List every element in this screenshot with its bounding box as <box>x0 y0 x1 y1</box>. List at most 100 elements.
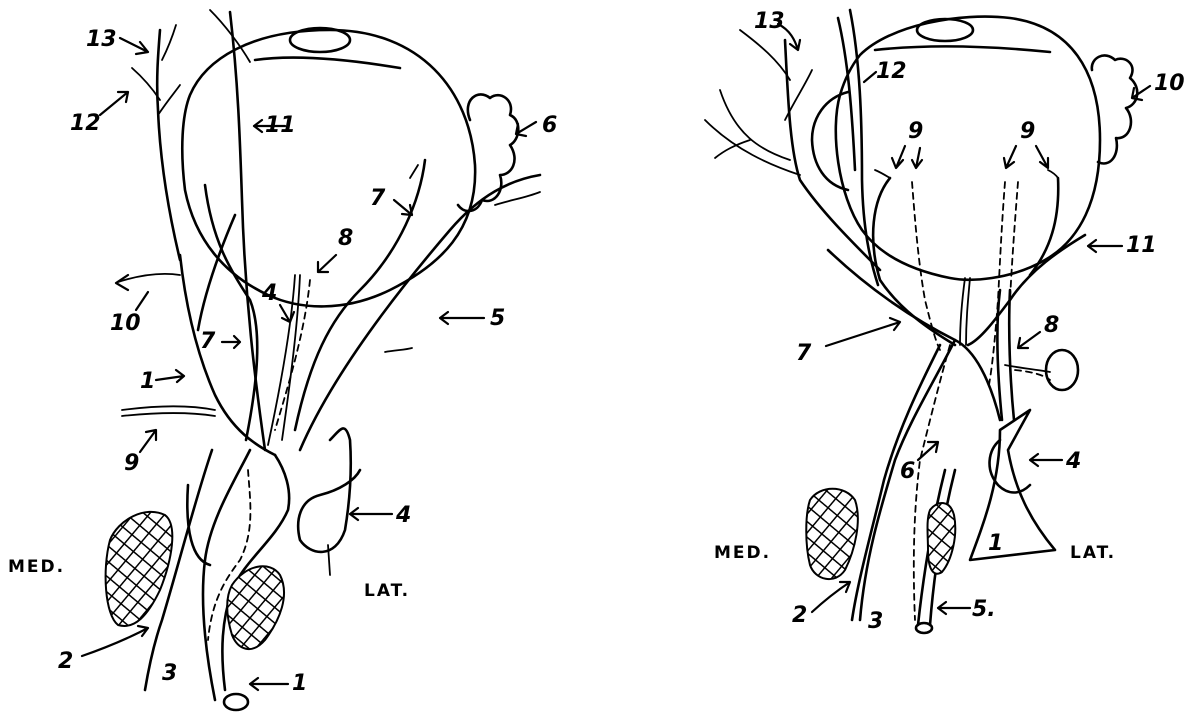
right-nerve-9-left-tip <box>875 170 890 178</box>
right-label-8: 8 <box>1044 313 1059 338</box>
right-label-9b: 9 <box>1020 119 1035 144</box>
right-panel: 13 12 10 9 9 11 7 8 4 6 1 MED. LAT. 2 3 … <box>705 9 1185 634</box>
right-nerve-8-b <box>1009 290 1014 420</box>
right-arrow-12 <box>864 72 876 82</box>
left-label-lat: LAT. <box>364 581 410 601</box>
left-eyeball <box>182 30 475 306</box>
left-cornea-line <box>255 58 400 68</box>
right-arrow-10 <box>1132 86 1150 100</box>
left-label-1a: 1 <box>140 369 155 394</box>
right-label-5: 5. <box>972 597 996 622</box>
right-arrow-9b <box>1004 146 1016 168</box>
right-label-4: 4 <box>1065 449 1081 474</box>
right-label-13: 13 <box>754 9 785 34</box>
left-arrow-4b <box>350 508 392 520</box>
left-label-med: MED. <box>8 557 65 577</box>
right-cornea-line <box>875 46 1050 52</box>
right-hatch-lateral <box>928 503 956 574</box>
right-nerve-11 <box>968 235 1085 345</box>
right-arrow-8 <box>1018 332 1040 348</box>
left-label-2: 2 <box>58 649 73 674</box>
left-hatch-medial <box>106 512 173 626</box>
left-label-12: 12 <box>70 111 101 136</box>
left-arrow-8 <box>318 255 336 272</box>
left-trunk-end <box>224 694 248 710</box>
right-label-lat: LAT. <box>1070 543 1116 563</box>
right-nerve-13-branch2 <box>720 90 790 160</box>
right-arrow-6 <box>918 442 938 460</box>
left-label-3: 3 <box>162 661 177 686</box>
left-label-9: 9 <box>124 451 139 476</box>
left-label-7a: 7 <box>370 186 386 211</box>
left-arrow-7b <box>222 336 240 348</box>
right-label-12: 12 <box>876 59 907 84</box>
left-nerve-7r <box>295 160 425 430</box>
right-label-7: 7 <box>796 341 812 366</box>
right-label-2: 2 <box>792 603 807 628</box>
left-label-1b: 1 <box>292 671 307 696</box>
left-branch-9b <box>122 413 215 416</box>
left-label-13: 13 <box>86 27 117 52</box>
right-arrow-2 <box>812 582 850 612</box>
left-arrow-2 <box>82 626 148 656</box>
left-label-6: 6 <box>542 113 557 138</box>
left-nerve-13 <box>157 30 180 260</box>
right-label-6: 6 <box>900 459 915 484</box>
right-center-spike <box>960 278 970 345</box>
right-ganglion <box>1046 350 1078 390</box>
left-nerve-12-branch <box>162 25 176 60</box>
right-nerve-7-cross <box>828 250 1000 420</box>
right-nerve-9-right-tip <box>1048 170 1058 178</box>
right-label-med: MED. <box>714 543 771 563</box>
right-label-11: 11 <box>1126 233 1157 258</box>
left-label-7b: 7 <box>200 329 216 354</box>
left-branch-9 <box>122 406 215 410</box>
left-arrow-5 <box>440 312 484 324</box>
left-label-4b: 4 <box>395 503 411 528</box>
right-label-1: 1 <box>988 531 1003 556</box>
left-arrow-1a <box>156 370 184 382</box>
left-nerve-13-branch <box>132 68 160 100</box>
left-label-4a: 4 <box>261 281 277 306</box>
left-nerve-5-branch2 <box>385 348 412 352</box>
left-arrow-9 <box>140 430 156 452</box>
right-arrow-11 <box>1088 240 1122 252</box>
right-hatch-medial <box>806 489 858 579</box>
left-label-8: 8 <box>338 226 353 251</box>
right-structure-1 <box>970 410 1055 560</box>
right-arrow-9a2 <box>912 148 922 168</box>
left-arrow-13 <box>120 38 148 54</box>
left-nerve-12-branch2 <box>158 85 180 115</box>
right-arrow-4 <box>1030 454 1062 466</box>
right-label-9a: 9 <box>908 119 923 144</box>
right-bump-medial <box>812 92 848 190</box>
left-hatch-lateral <box>227 566 284 649</box>
left-arrow-7a <box>394 200 412 215</box>
right-eyeball <box>836 17 1100 280</box>
left-arrow-1b <box>250 678 288 690</box>
left-label-10: 10 <box>110 311 141 336</box>
right-nerve-13-branch <box>705 120 800 175</box>
right-label-10: 10 <box>1154 71 1185 96</box>
right-nerve-5-end <box>916 623 932 633</box>
left-label-5: 5 <box>490 306 505 331</box>
right-label-3: 3 <box>868 609 883 634</box>
left-panel: 13 12 11 6 7 8 10 4 5 7 1 9 4 MED. LAT. … <box>8 10 557 710</box>
right-nerve-13-branch3 <box>740 30 790 80</box>
left-lacrimal-gland <box>458 94 518 211</box>
left-arrow-10-head <box>116 275 128 290</box>
left-cornea <box>290 28 350 52</box>
right-arrow-5 <box>938 602 970 614</box>
left-arrow-12 <box>100 92 128 115</box>
right-cornea <box>917 19 973 41</box>
right-arrow-9b2 <box>1036 146 1048 168</box>
right-arrow-7 <box>826 318 900 346</box>
left-nerve-5-branch <box>495 192 540 205</box>
left-structure-4 <box>298 428 360 551</box>
right-dashed-9-right-b <box>1010 182 1018 300</box>
right-arrow-9a <box>892 146 905 168</box>
left-nerve-7r-tip <box>410 165 418 178</box>
left-arrow-10 <box>136 292 148 310</box>
left-nerve-11 <box>230 12 265 450</box>
